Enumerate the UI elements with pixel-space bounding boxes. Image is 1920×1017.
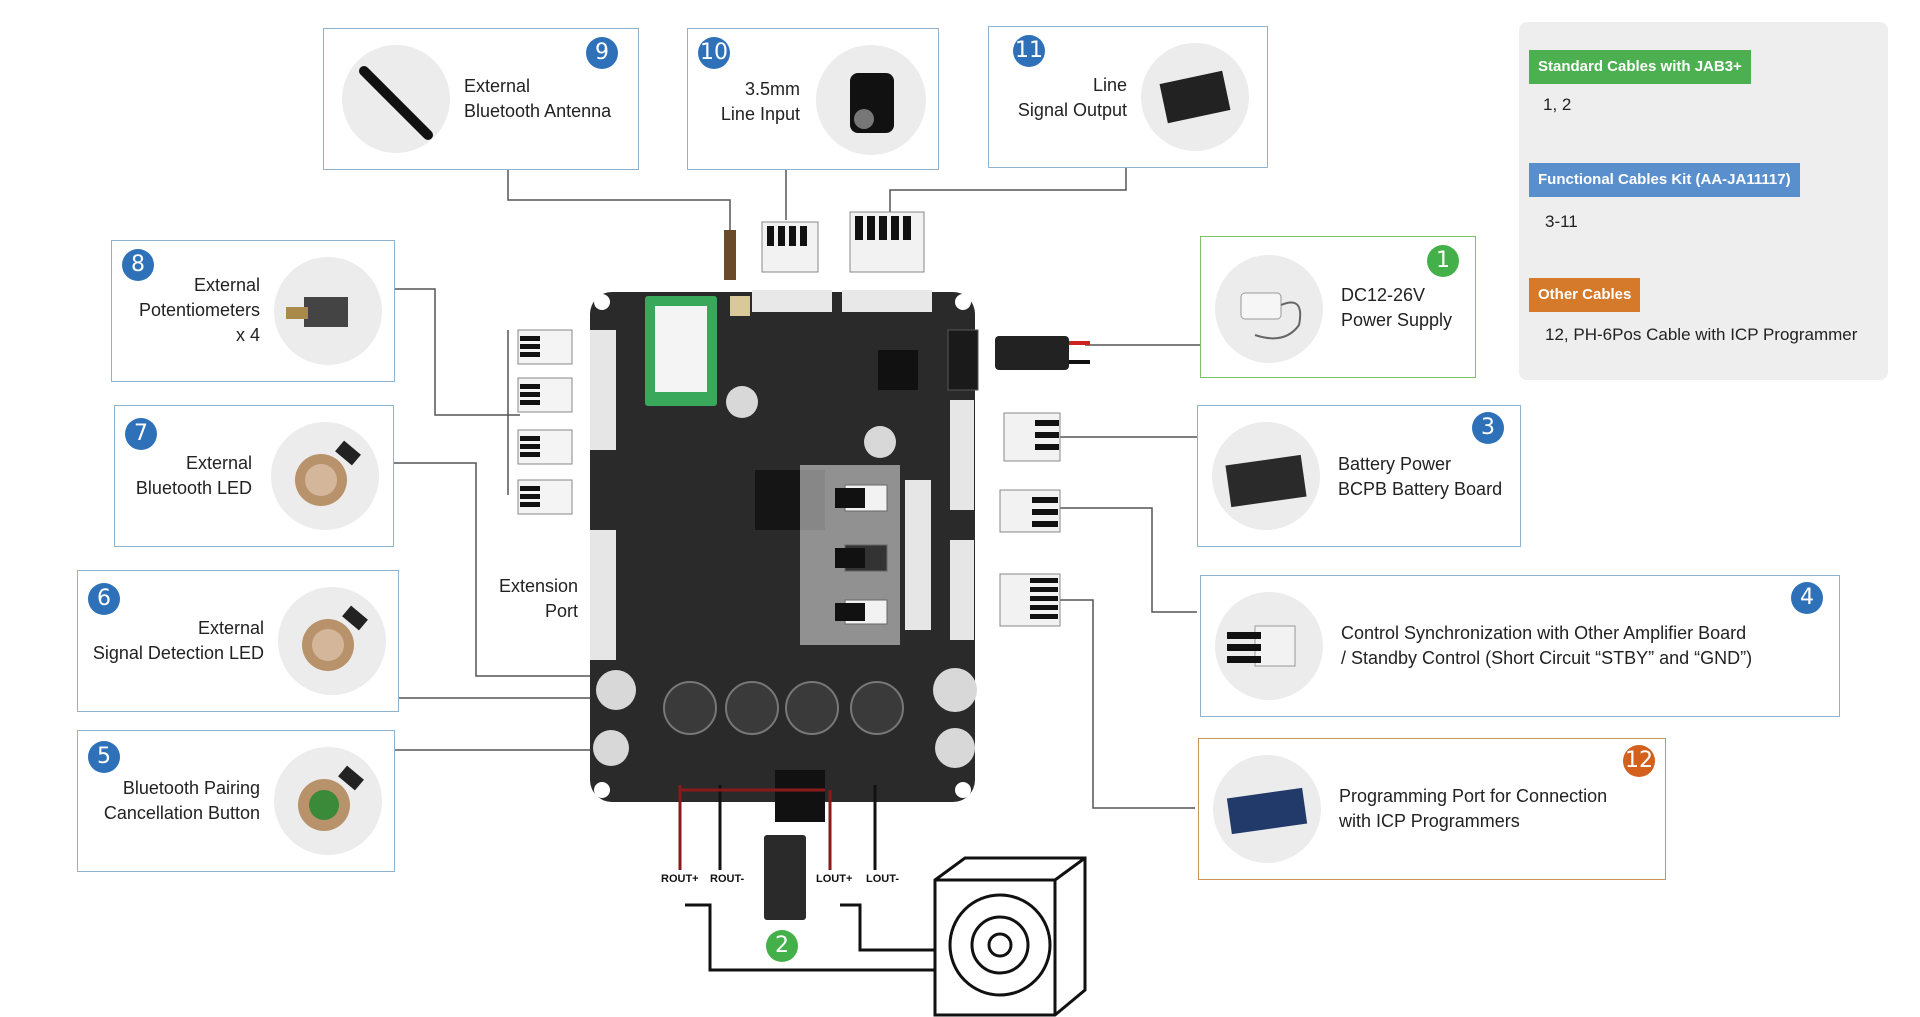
- pin-rout-minus: ROUT-: [710, 873, 745, 885]
- antenna-image: [342, 45, 450, 153]
- callout-1-line1: DC12-26V: [1341, 285, 1426, 305]
- callout-programming-port: Programming Port for Connection with ICP…: [1198, 738, 1666, 880]
- callout-line-input: 10 3.5mm Line Input: [687, 28, 939, 170]
- callout-6-line1: External: [197, 618, 264, 638]
- callout-signal-output: 11 Line Signal Output: [988, 26, 1268, 168]
- badge-9: 9: [586, 37, 618, 69]
- legend-tag-other: Other Cables: [1529, 278, 1641, 312]
- button-image: [274, 747, 382, 855]
- led-image: [271, 422, 379, 530]
- callout-3-line1: Battery Power: [1338, 454, 1452, 474]
- potentiometer-connectors: [517, 329, 573, 515]
- top-connectors: [724, 211, 925, 280]
- badge-5: 5: [88, 741, 120, 773]
- callout-7-line1: External: [185, 453, 252, 473]
- callout-8-line2: Potentiometers: [138, 300, 260, 320]
- callout-power-supply: DC12-26V Power Supply 1: [1200, 236, 1476, 378]
- power-adapter-image: [1215, 255, 1323, 363]
- extension-port-line1: Extension: [498, 576, 578, 596]
- signal-board-image: [1141, 43, 1249, 151]
- badge-8: 8: [122, 249, 154, 281]
- callout-8-line3: x 4: [235, 325, 260, 345]
- legend-value-other: 12, PH-6Pos Cable with ICP Programmer: [1545, 325, 1858, 344]
- right-connectors: [995, 336, 1090, 627]
- pin-rout-plus: ROUT+: [661, 873, 699, 885]
- jack-image: [816, 45, 926, 155]
- badge-11: 11: [1013, 35, 1045, 67]
- battery-board-image: [1212, 422, 1320, 530]
- programmer-image: [1213, 755, 1321, 863]
- callout-8-line1: External: [193, 275, 260, 295]
- badge-12: 12: [1623, 745, 1655, 777]
- led-image: [278, 587, 386, 695]
- pin-lout-minus: LOUT-: [866, 873, 899, 885]
- badge-6: 6: [88, 583, 120, 615]
- callout-11-line2: Signal Output: [1017, 100, 1127, 120]
- cable-legend: Standard Cables with JAB3+ 1, 2 Function…: [1519, 22, 1888, 380]
- potentiometer-image: [274, 257, 382, 365]
- callout-pairing-button: 5 Bluetooth Pairing Cancellation Button: [77, 730, 395, 872]
- callout-6-line2: Signal Detection LED: [92, 643, 264, 663]
- callout-12-line2: with ICP Programmers: [1339, 811, 1520, 831]
- badge-2: 2: [766, 930, 798, 962]
- badge-1: 1: [1427, 245, 1459, 277]
- legend-value-functional: 3-11: [1545, 212, 1578, 231]
- callout-3-line2: BCPB Battery Board: [1338, 479, 1503, 499]
- callout-control-sync: Control Synchronization with Other Ampli…: [1200, 575, 1840, 717]
- callout-potentiometers: 8 External Potentiometers x 4: [111, 240, 395, 382]
- amplifier-board: [590, 290, 979, 822]
- badge-3: 3: [1472, 412, 1504, 444]
- legend-tag-standard: Standard Cables with JAB3+: [1529, 50, 1751, 84]
- badge-10: 10: [698, 37, 730, 69]
- pin-lout-plus: LOUT+: [816, 873, 853, 885]
- callout-battery-board: Battery Power BCPB Battery Board 3: [1197, 405, 1521, 547]
- callout-10-line1: 3.5mm: [744, 79, 800, 99]
- badge-7: 7: [125, 418, 157, 450]
- callout-9-line1: External: [464, 76, 531, 96]
- callout-4-line2: / Standby Control (Short Circuit “STBY” …: [1341, 648, 1753, 668]
- callout-11-line1: Line: [1092, 75, 1127, 95]
- callout-10-line2: Line Input: [720, 104, 800, 124]
- callout-bluetooth-antenna: External Bluetooth Antenna 9: [323, 28, 639, 170]
- speaker-plug: [764, 835, 806, 920]
- speaker-icon: [933, 856, 1087, 1017]
- callout-1-line2: Power Supply: [1341, 310, 1453, 330]
- callout-bluetooth-led: 7 External Bluetooth LED: [114, 405, 394, 547]
- callout-5-line1: Bluetooth Pairing: [122, 778, 260, 798]
- control-cable-image: [1215, 592, 1323, 700]
- callout-9-line2: Bluetooth Antenna: [464, 101, 612, 121]
- extension-port-line2: Port: [544, 601, 578, 621]
- legend-tag-functional: Functional Cables Kit (AA-JA11117): [1529, 163, 1800, 197]
- callout-4-line1: Control Synchronization with Other Ampli…: [1341, 623, 1747, 643]
- callout-signal-detection-led: 6 External Signal Detection LED: [77, 570, 399, 712]
- callout-12-line1: Programming Port for Connection: [1339, 786, 1608, 806]
- legend-value-standard: 1, 2: [1543, 95, 1572, 114]
- callout-7-line2: Bluetooth LED: [135, 478, 252, 498]
- callout-5-line2: Cancellation Button: [103, 803, 260, 823]
- badge-4: 4: [1791, 582, 1823, 614]
